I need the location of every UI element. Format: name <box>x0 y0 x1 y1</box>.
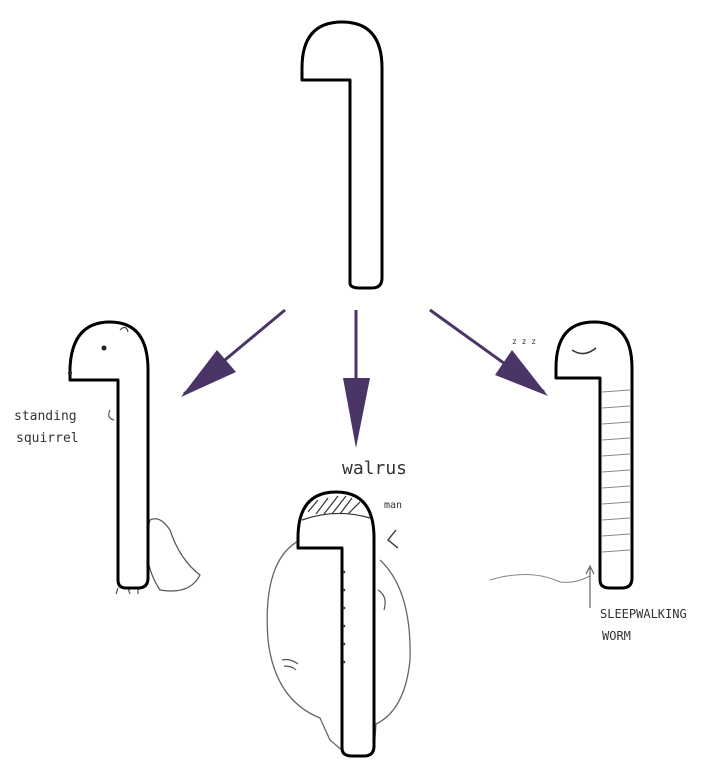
walrus-label: walrus <box>342 458 407 479</box>
squirrel-hook <box>68 320 150 590</box>
walrus-buttons <box>342 570 346 664</box>
arrow-middle-head <box>343 378 370 448</box>
arrows <box>181 308 548 448</box>
worm-label-line2: WORM <box>602 629 631 643</box>
source-shape <box>300 20 384 290</box>
walrus-hand <box>281 658 299 671</box>
worm-hook <box>554 320 634 590</box>
arrow-right-head <box>495 350 548 396</box>
worm-sleep-marks: z z z <box>512 337 536 346</box>
squirrel-label-line2: squirrel <box>16 431 79 446</box>
walrus-collar <box>377 589 386 611</box>
worm-label-line1: SLEEPWALKING <box>600 607 687 621</box>
squirrel-tail <box>146 518 201 592</box>
walrus-body <box>266 539 357 753</box>
squirrel-paw <box>108 409 115 421</box>
squirrel-figure <box>68 320 201 595</box>
walrus-hook <box>296 490 376 758</box>
worm-segments <box>601 389 631 553</box>
walrus-body-right <box>373 559 411 753</box>
worm-closed-eye <box>571 347 597 355</box>
squirrel-eye <box>101 345 107 351</box>
worm-pointer <box>585 564 595 608</box>
worm-figure <box>489 320 634 608</box>
arrow-left-head <box>181 350 236 397</box>
walrus-tusk <box>387 529 399 549</box>
walrus-figure <box>266 490 411 758</box>
walrus-note: man <box>384 500 402 511</box>
squirrel-label-line1: standing <box>14 409 77 424</box>
walrus-hairline <box>301 512 371 521</box>
walrus-hair <box>307 495 361 515</box>
squirrel-ear <box>119 326 129 333</box>
worm-ground <box>489 573 591 583</box>
squirrel-nose <box>68 371 72 375</box>
